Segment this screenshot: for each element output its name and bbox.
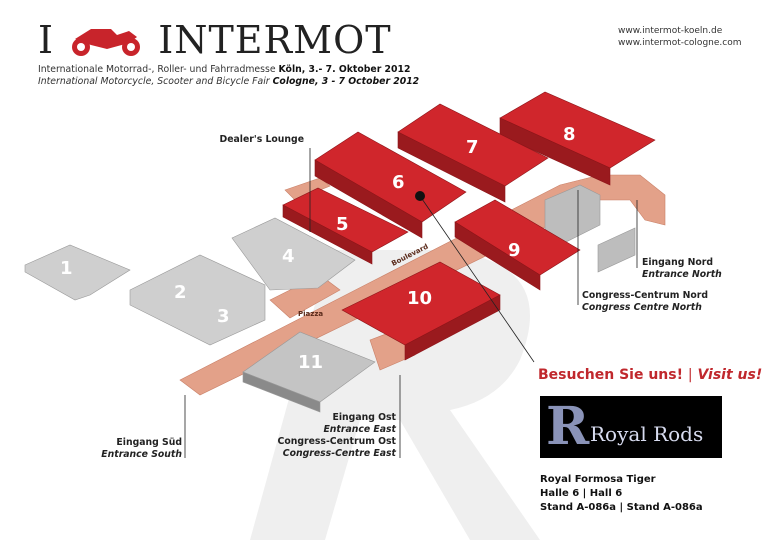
hall-info: Halle 6 | Hall 6: [540, 488, 623, 499]
stand-info: Royal Formosa Tiger Halle 6 | Hall 6 Sta…: [540, 473, 703, 515]
visit-us-heading: Besuchen Sie uns! | Visit us!: [538, 367, 762, 383]
royal-rods-logo: R Royal Rods: [540, 396, 722, 458]
fair-subtitle-de: Internationale Motorrad-, Roller- und Fa…: [38, 64, 411, 75]
hall-8-label: 8: [563, 124, 576, 145]
intermot-logo: I INTERMOT: [38, 18, 392, 62]
url-de[interactable]: www.intermot-koeln.de: [618, 26, 723, 36]
hall-1-label: 1: [60, 258, 73, 279]
url-en[interactable]: www.intermot-cologne.com: [618, 38, 742, 48]
logo-word: INTERMOT: [158, 18, 392, 62]
hall-2-label: 2: [174, 282, 187, 303]
hall-11-label: 11: [298, 352, 323, 373]
hall-1-shape: [24, 244, 131, 301]
hall-3-label: 3: [217, 306, 230, 327]
stand-number: Stand A-086a | Stand A-086a: [540, 502, 703, 513]
hall-6-label: 6: [392, 172, 405, 193]
hall-7-label: 7: [466, 137, 479, 158]
exhibitor-name: Royal Formosa Tiger: [540, 474, 656, 485]
hall-4-label: 4: [282, 246, 295, 267]
hall-4-shape: [231, 217, 356, 291]
logo-letter: I: [38, 18, 55, 62]
fair-subtitle-en: International Motorcycle, Scooter and Bi…: [38, 76, 420, 87]
stand-marker[interactable]: [415, 191, 425, 201]
hall-9-label: 9: [508, 240, 521, 261]
motorcycle-icon: [72, 29, 141, 56]
piazza-label: Piazza: [298, 310, 323, 318]
hall-2-3-shape: [129, 254, 266, 346]
entrance-north-building: [597, 227, 636, 273]
leader-lines: [184, 148, 638, 458]
hall-10-label: 10: [407, 288, 432, 309]
hall-5-label: 5: [336, 214, 349, 235]
dealers-lounge-label: Dealer's Lounge: [219, 134, 305, 145]
